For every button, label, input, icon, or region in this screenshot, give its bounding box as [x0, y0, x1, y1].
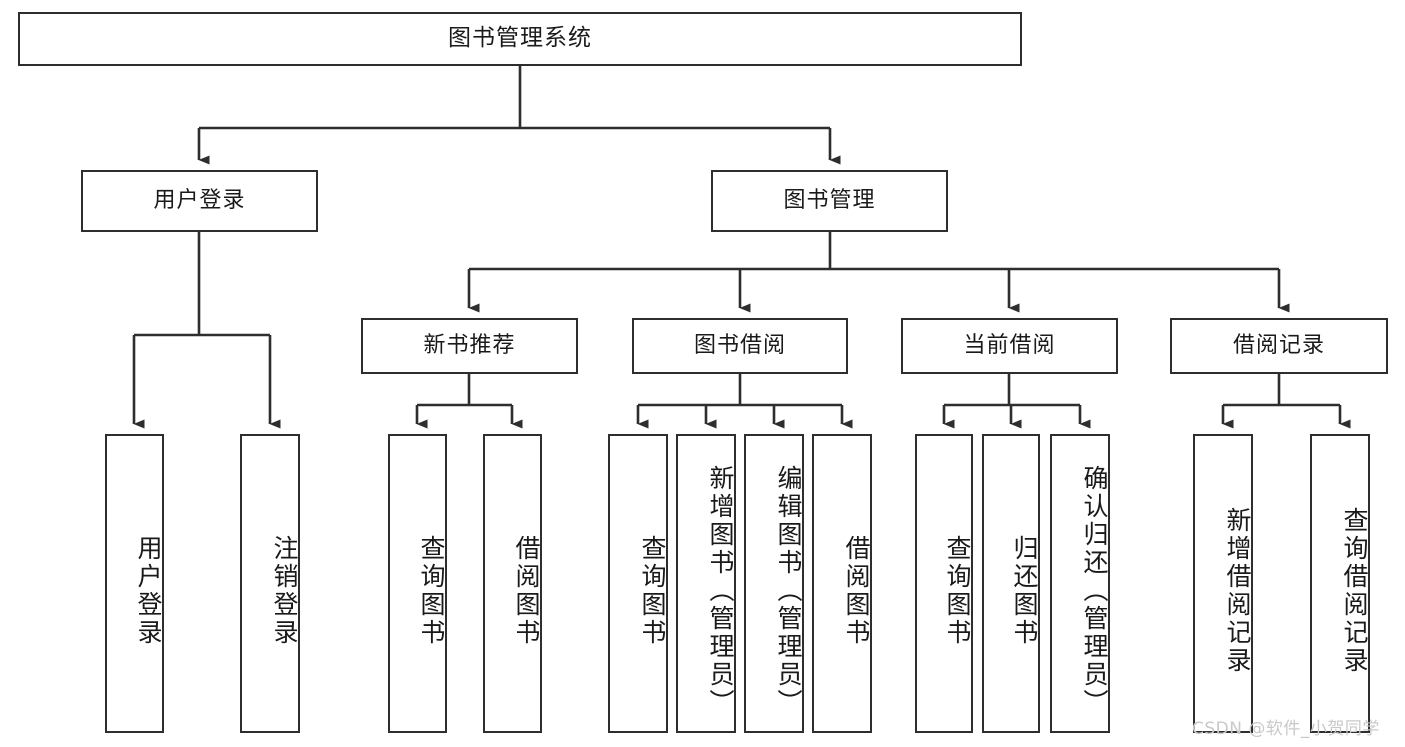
leaf-borrow-query-book[interactable]: 查询图书 [608, 434, 668, 733]
leaf-current-query-book[interactable]: 查询图书 [915, 434, 973, 733]
leaf-label: 查询图书 [943, 534, 972, 647]
leaf-current-confirm-return-admin[interactable]: 确认归还（管理员） [1050, 434, 1110, 733]
leaf-label: 确认归还（管理员） [1080, 464, 1109, 717]
node-new-book-recommend[interactable]: 新书推荐 [361, 318, 578, 374]
leaf-label: 注销登录 [270, 534, 299, 647]
leaf-label: 借阅图书 [842, 534, 871, 647]
leaf-user-login[interactable]: 用户登录 [105, 434, 164, 733]
edges-bookmgmt-to-level3 [467, 232, 1290, 313]
leaf-recommend-query-book[interactable]: 查询图书 [388, 434, 447, 733]
leaf-label: 用户登录 [134, 534, 163, 647]
node-borrow-record[interactable]: 借阅记录 [1170, 318, 1388, 374]
leaf-record-add-borrow-record[interactable]: 新增借阅记录 [1193, 434, 1253, 733]
node-book-management[interactable]: 图书管理 [711, 170, 948, 232]
edges-borrowrecord-to-leaves [1221, 374, 1351, 429]
node-root-system[interactable]: 图书管理系统 [18, 12, 1022, 66]
edges-root-to-level2 [197, 66, 841, 165]
leaf-borrow-add-book-admin[interactable]: 新增图书（管理员） [676, 434, 736, 733]
leaf-logout-login[interactable]: 注销登录 [240, 434, 300, 733]
leaf-borrow-borrow-book[interactable]: 借阅图书 [812, 434, 872, 733]
leaf-current-return-book[interactable]: 归还图书 [982, 434, 1040, 733]
edges-newbook-to-leaves [415, 374, 523, 429]
leaf-borrow-edit-book-admin[interactable]: 编辑图书（管理员） [744, 434, 804, 733]
leaf-label: 归还图书 [1010, 534, 1039, 647]
leaf-label: 借阅图书 [512, 534, 541, 647]
leaf-label: 新增图书（管理员） [706, 464, 735, 717]
leaf-label: 新增借阅记录 [1223, 506, 1252, 675]
leaf-label: 查询图书 [638, 534, 667, 647]
node-book-borrow[interactable]: 图书借阅 [632, 318, 848, 374]
leaf-record-query-borrow-record[interactable]: 查询借阅记录 [1310, 434, 1370, 733]
leaf-label: 查询借阅记录 [1340, 506, 1369, 675]
csdn-watermark: CSDN @软件_小贺同学 [1192, 719, 1380, 739]
leaf-recommend-borrow-book[interactable]: 借阅图书 [483, 434, 542, 733]
edges-userlogin-to-leaves [132, 232, 281, 429]
leaf-label: 查询图书 [417, 534, 446, 647]
leaf-label: 编辑图书（管理员） [774, 464, 803, 717]
node-current-borrow[interactable]: 当前借阅 [901, 318, 1118, 374]
node-user-login[interactable]: 用户登录 [81, 170, 318, 232]
edges-bookborrow-to-leaves [636, 374, 853, 429]
edges-currentborrow-to-leaves [942, 374, 1091, 429]
